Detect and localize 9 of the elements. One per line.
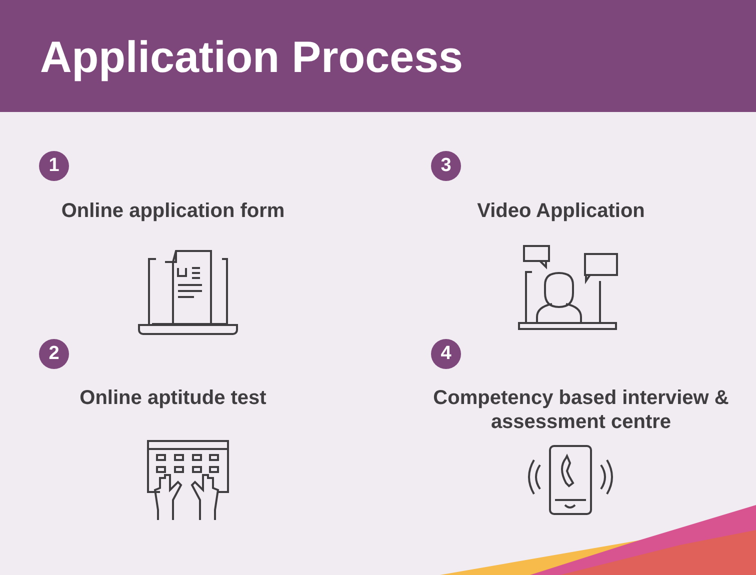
step-heading: Online aptitude test <box>78 386 268 410</box>
page-title: Application Process <box>40 32 464 84</box>
step-heading: Video Application <box>476 199 646 223</box>
step-number-badge: 2 <box>39 339 69 369</box>
step-number-badge: 1 <box>39 151 69 181</box>
step-heading: Online application form <box>60 199 286 223</box>
step-number-badge: 4 <box>431 339 461 369</box>
step-heading: Competency based interview & assessment centre <box>432 386 730 434</box>
step-number-badge: 3 <box>431 151 461 181</box>
